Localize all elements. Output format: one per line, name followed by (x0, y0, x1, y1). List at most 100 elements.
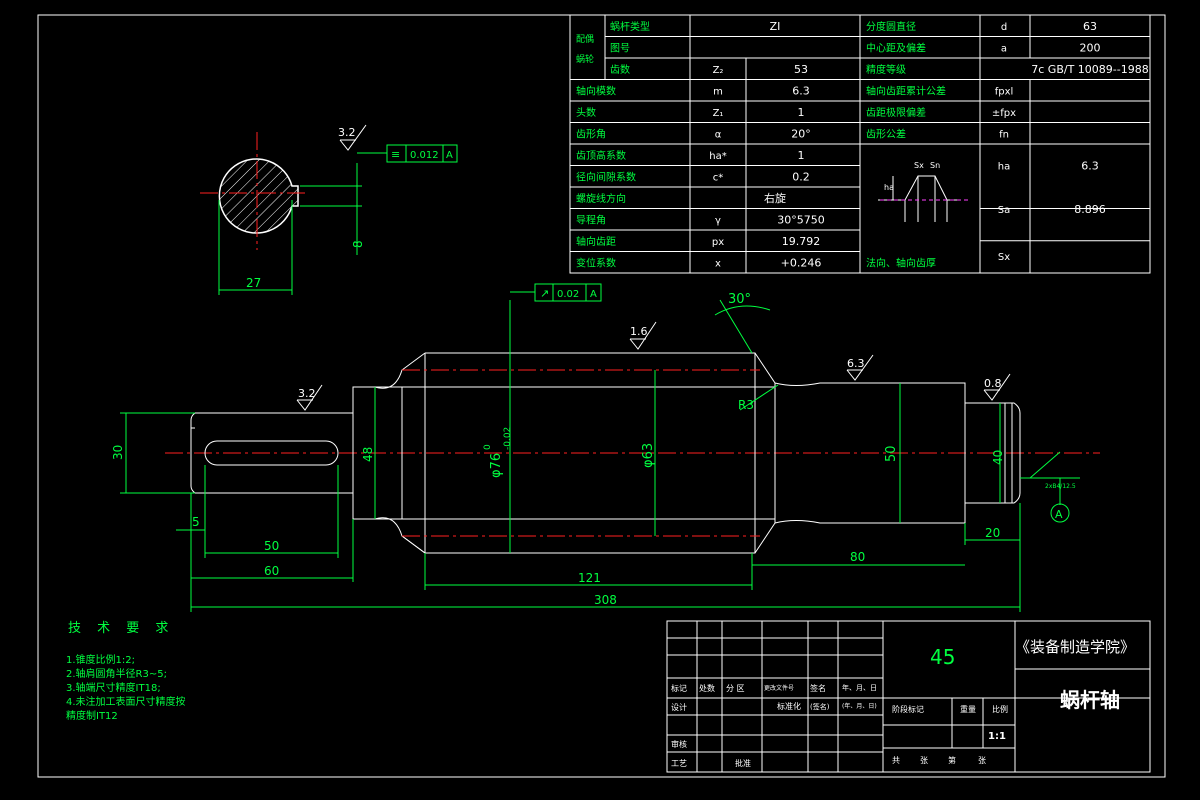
table-row-header: 配偶 (576, 33, 594, 45)
table-label: 蜗杆类型 (610, 20, 650, 33)
table-label: 轴向模数 (576, 85, 616, 98)
runout-value: 0.02 (557, 289, 579, 300)
roughness-left: 3.2 (296, 384, 323, 411)
title-block-label: 标记 (671, 683, 687, 693)
title-block-label: 共 (892, 756, 900, 765)
table-symbol: x (715, 259, 721, 270)
title-block-label: 比例 (992, 704, 1008, 714)
svg-text:1.6: 1.6 (630, 325, 648, 338)
tooth-profile-sketch: ha Sx Sn (878, 161, 968, 222)
table-label2: 精度等级 (866, 63, 906, 76)
dim-l5: 5 (192, 515, 200, 529)
dim-l308: 308 (594, 593, 617, 607)
tech-item: 4.未注加工表面尺寸精度按 (66, 695, 186, 708)
dim-l80: 80 (850, 550, 865, 564)
scale-value: 1:1 (988, 731, 1006, 742)
dim-l121: 121 (578, 571, 601, 585)
table-symbol: γ (715, 216, 721, 227)
table-value: 53 (794, 63, 808, 76)
tech-item: 3.轴端尺寸精度IT18; (66, 681, 161, 694)
roughness-right: 6.3 (846, 354, 874, 381)
table-symbol: Z₁ (713, 108, 724, 119)
roughness-end: 0.8 (983, 373, 1011, 401)
table-value: 0.2 (792, 171, 810, 184)
profile-sn-label: Sn (930, 161, 940, 170)
title-block-label: 标准化 (777, 701, 801, 711)
symmetry-symbol: ≡ (391, 148, 400, 161)
center-hole-note: 2xB4/12.5 (1045, 483, 1076, 490)
svg-text:6.3: 6.3 (847, 357, 865, 370)
svg-text:0.8: 0.8 (984, 377, 1002, 390)
datum-a-label: A (1055, 508, 1063, 521)
tech-title: 技 术 要 求 (68, 621, 174, 636)
title-block-label: 第 (948, 755, 956, 765)
table-value: 6.3 (792, 85, 810, 98)
table-symbol2: d (1001, 22, 1007, 33)
title-block-label: 重量 (960, 704, 976, 714)
title-block-label: 设计 (671, 702, 687, 712)
title-block: 45 《装备制造学院》 蜗杆轴 1:1 标记处数分 区更改文件号签名年、月、日设… (666, 620, 1151, 773)
runout-symbol: ↗ (540, 287, 549, 300)
title-block-label: 批准 (735, 758, 751, 768)
table-label2: 中心距及偏差 (866, 42, 926, 55)
dim-d40: 40 (991, 450, 1005, 465)
table-label2: 轴向齿距累计公差 (866, 85, 946, 98)
table-label2: 齿形公差 (866, 128, 906, 141)
tech-item: 1.锥度比例1:2; (66, 653, 135, 666)
table-value: +0.246 (781, 257, 822, 270)
roughness-section: 3.2 (338, 126, 356, 139)
table-label: 齿数 (610, 63, 630, 76)
svg-text:Sx: Sx (998, 252, 1010, 263)
table-value: 20° (791, 128, 811, 141)
table-label: 图号 (610, 43, 630, 55)
dim-d48: 48 (361, 447, 375, 462)
table-value: 1 (798, 149, 805, 162)
symmetry-datum: A (446, 150, 453, 161)
dim-l60: 60 (264, 564, 279, 578)
table-symbol: ha* (709, 151, 726, 162)
symmetry-value: 0.012 (410, 150, 439, 161)
title-block-label: 处数 (699, 683, 715, 693)
table-symbol2: fpxl (995, 87, 1014, 98)
title-block-label: 张 (978, 756, 986, 765)
table-value: 30°5750 (777, 214, 825, 227)
table-symbol: c* (713, 173, 724, 184)
dim-r3: R3 (738, 398, 754, 412)
svg-text:8.896: 8.896 (1074, 203, 1106, 216)
key-section-view: 27 8 ≡ 0.012 A 3.2 (200, 124, 458, 295)
svg-text:3.2: 3.2 (298, 387, 316, 400)
table-label: 螺旋线方向 (576, 192, 626, 205)
table-value: 19.792 (782, 235, 821, 248)
svg-text:ha: ha (998, 162, 1010, 173)
runout-datum: A (590, 289, 597, 300)
table-value: 右旋 (764, 191, 786, 205)
key-width-dim: 27 (246, 276, 261, 290)
table-value2: 63 (1083, 20, 1097, 33)
table-label: 齿形角 (576, 129, 606, 141)
shaft-main-view: 30 48 φ76 0 -0.02 φ63 50 40 5 50 60 121 … (111, 283, 1100, 612)
table-symbol2: ±fpx (992, 108, 1016, 119)
svg-text:法向、轴向齿厚: 法向、轴向齿厚 (866, 257, 936, 270)
table-label: 轴向齿距 (576, 235, 616, 248)
profile-ha-label: ha (884, 183, 894, 192)
title-block-label: 签名 (810, 683, 826, 693)
dim-d76: φ76 (489, 453, 504, 478)
title-block-label: 工艺 (671, 759, 687, 768)
dim-d76-tol-lower: -0.02 (503, 427, 513, 450)
title-block-label: 年、月、日 (842, 683, 877, 692)
table-symbol: m (713, 87, 723, 98)
dim-d50: 50 (884, 445, 899, 462)
table-value2: 7c GB/T 10089--1988 (1031, 63, 1148, 76)
table-symbol2: a (1001, 44, 1007, 55)
title-block-label: 分 区 (726, 684, 745, 693)
dim-l20: 20 (985, 526, 1000, 540)
table-label: 导程角 (576, 215, 606, 227)
svg-text:6.3: 6.3 (1081, 160, 1099, 173)
table-symbol: px (712, 237, 724, 248)
title-block-label: 张 (920, 756, 928, 765)
title-block-label: 更改文件号 (764, 684, 794, 692)
dim-l50: 50 (264, 539, 279, 553)
table-value: 1 (798, 106, 805, 119)
